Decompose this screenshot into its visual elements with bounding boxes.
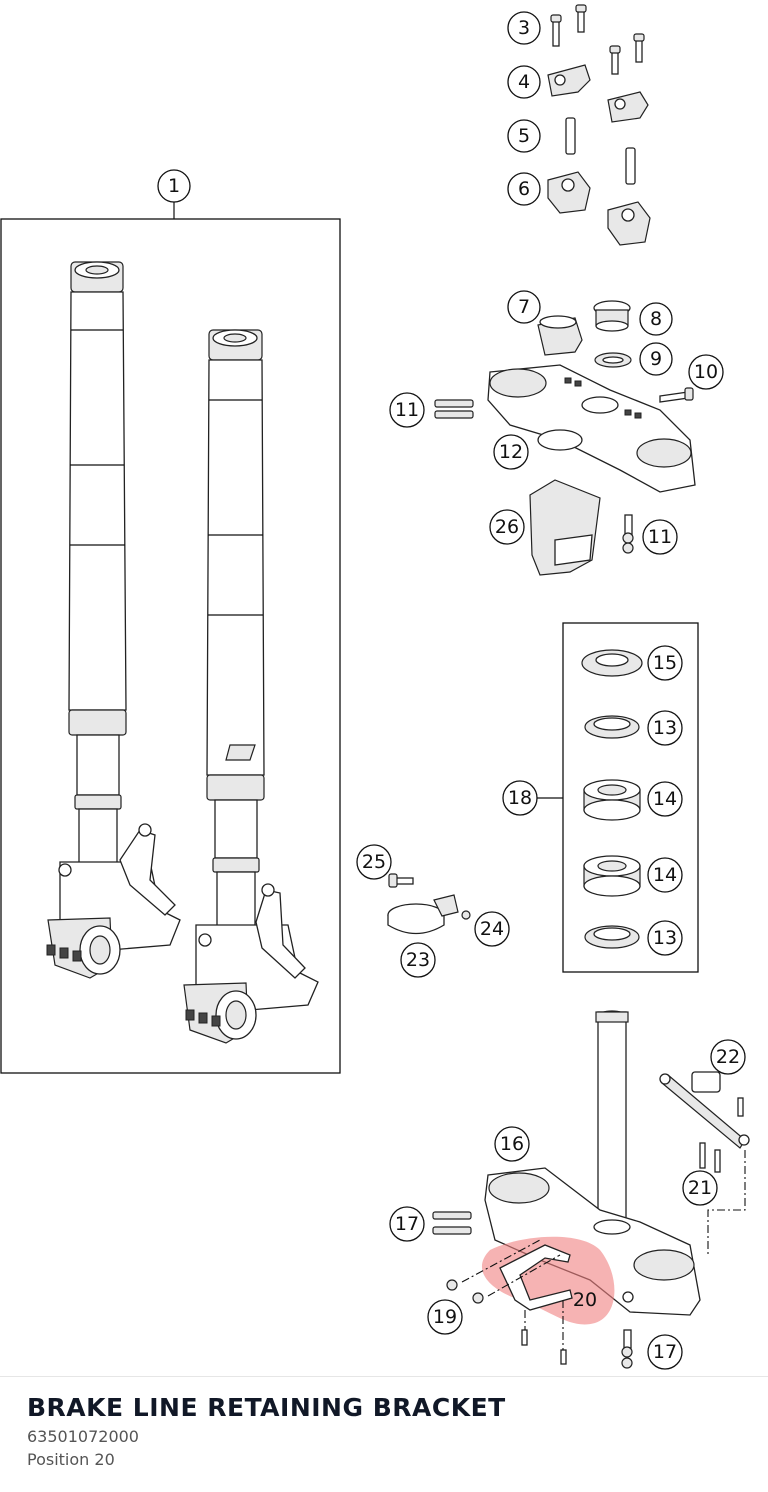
callout-13-lower-label: 13 [653,927,677,949]
cap-7[interactable] [537,315,583,356]
callout-14-lower[interactable]: 14 [647,857,683,893]
screws-19[interactable] [446,1279,567,1365]
callout-1[interactable]: 1 [157,169,191,203]
part-number: 63501072000 [27,1427,139,1446]
callout-23[interactable]: 23 [400,942,436,978]
callout-13-upper[interactable]: 13 [647,710,683,746]
exploded-parts-diagram: 1 3 4 5 6 7 8 9 10 11 12 26 11 15 13 18 … [0,4,750,1370]
callout-8-label: 8 [650,308,662,330]
callout-23-label: 23 [406,949,430,971]
callout-17-lower-label: 17 [653,1341,677,1363]
callout-11-lower-label: 11 [648,526,672,548]
bolts-17-left[interactable] [432,1211,472,1235]
clamp-bolts[interactable] [565,117,636,185]
damper-bolts-21[interactable] [699,1097,744,1173]
callout-24[interactable]: 24 [474,911,510,947]
callout-15-label: 15 [653,652,677,674]
callout-17-left[interactable]: 17 [389,1206,425,1242]
highlight-blob-20 [481,1236,615,1325]
part-title: BRAKE LINE RETAINING BRACKET [27,1393,506,1422]
callout-17-left-label: 17 [395,1213,419,1235]
callout-5-label: 5 [518,125,530,147]
washer-9[interactable] [594,352,632,368]
callout-4-label: 4 [518,71,530,93]
callout-9-label: 9 [650,348,662,370]
callout-8[interactable]: 8 [639,302,673,336]
callout-20[interactable]: 20 [568,1283,602,1317]
bolt-25[interactable] [388,873,414,888]
callout-15[interactable]: 15 [647,645,683,681]
fork-leg-left[interactable] [46,261,181,979]
callout-24-label: 24 [480,918,504,940]
callout-19[interactable]: 19 [427,1299,463,1335]
callout-12-label: 12 [499,441,523,463]
callout-6[interactable]: 6 [507,172,541,206]
ring-13-lower[interactable] [584,925,640,949]
callout-5[interactable]: 5 [507,119,541,153]
callout-26-label: 26 [495,516,519,538]
part-position: Position 20 [27,1450,115,1469]
callout-19-label: 19 [433,1306,457,1328]
bolt-11-lower[interactable] [622,514,634,554]
callout-7-label: 7 [518,296,530,318]
callout-3-label: 3 [518,17,530,39]
callout-11-upper-label: 11 [395,399,419,421]
bearing-14-lower[interactable] [583,855,641,897]
callout-6-label: 6 [518,178,530,200]
upper-triple-clamp[interactable] [487,364,696,493]
bolts-11-upper[interactable] [434,399,474,419]
callout-14-upper-label: 14 [653,788,677,810]
callout-25-label: 25 [362,851,386,873]
bushing-8[interactable] [593,300,631,332]
callout-9[interactable]: 9 [639,342,673,376]
callout-12[interactable]: 12 [493,434,529,470]
callout-16-label: 16 [500,1133,524,1155]
callout-13-lower[interactable]: 13 [647,920,683,956]
callout-10[interactable]: 10 [688,354,724,390]
callout-3[interactable]: 3 [507,11,541,45]
bearing-14-upper[interactable] [583,779,641,821]
fork-group-frame [0,218,341,1074]
steering-damper[interactable] [659,1071,750,1149]
handlebar-bolts[interactable] [550,4,645,75]
callout-21[interactable]: 21 [682,1170,718,1206]
callout-17-lower[interactable]: 17 [647,1334,683,1370]
brake-line-retaining-bracket[interactable] [499,1244,573,1311]
bolt-10[interactable] [659,387,694,403]
callout-16[interactable]: 16 [494,1126,530,1162]
steering-stem[interactable] [595,1010,629,1228]
lower-triple-clamp[interactable] [484,1167,701,1316]
callout-11-upper[interactable]: 11 [389,392,425,428]
handlebar-clamp-lower[interactable] [547,171,651,246]
nut-24[interactable] [461,910,471,920]
fork-leg-right[interactable] [183,329,319,1044]
callout-4[interactable]: 4 [507,65,541,99]
callout-1-label: 1 [168,175,180,197]
callout-7[interactable]: 7 [507,290,541,324]
callout-18-label: 18 [508,787,532,809]
callout-11-lower[interactable]: 11 [642,519,678,555]
callout-25[interactable]: 25 [356,844,392,880]
part-info-panel: BRAKE LINE RETAINING BRACKET 63501072000… [0,1376,768,1492]
seal-15[interactable] [581,649,643,677]
handlebar-clamp-upper[interactable] [547,64,649,123]
callout-14-lower-label: 14 [653,864,677,886]
callout-18[interactable]: 18 [502,780,538,816]
cover-26[interactable] [529,479,601,576]
callout-20-label: 20 [573,1289,597,1311]
callout-14-upper[interactable]: 14 [647,781,683,817]
clamp-23[interactable] [387,894,459,935]
callout-26[interactable]: 26 [489,509,525,545]
callout-10-label: 10 [694,361,718,383]
callout-22-label: 22 [716,1046,740,1068]
bolt-17-lower[interactable] [621,1329,633,1369]
ring-13-upper[interactable] [584,715,640,739]
callout-13-upper-label: 13 [653,717,677,739]
callout-22[interactable]: 22 [710,1039,746,1075]
callout-21-label: 21 [688,1177,712,1199]
